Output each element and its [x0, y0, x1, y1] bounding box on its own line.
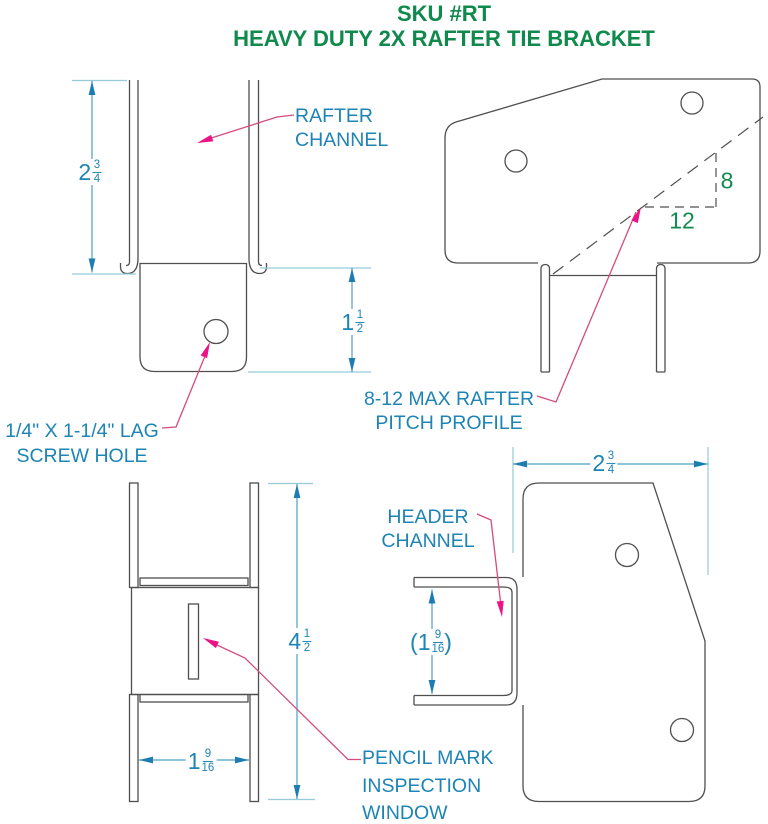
- rafter-channel-label: RAFTER CHANNEL: [295, 105, 389, 151]
- pitch-rise-value: 8: [720, 167, 734, 194]
- lag-screw-hole-label: 1/4" X 1-1/4" LAG SCREW HOLE: [5, 420, 159, 467]
- callout-arrowheads: [197, 134, 641, 649]
- bolt-hole: [614, 542, 640, 568]
- product-name-line: HEAVY DUTY 2X RAFTER TIE BRACKET: [233, 26, 655, 51]
- dim-arrow: [88, 258, 96, 273]
- drawing-title: SKU #RT HEAVY DUTY 2X RAFTER TIE BRACKET: [120, 1, 768, 51]
- right-leg-outline: [655, 263, 666, 373]
- rafter-channel-leader: [201, 114, 295, 142]
- lower-flange: [413, 690, 518, 706]
- lag-screw-leader: [161, 355, 206, 429]
- pitch-triangle-dashed: [645, 153, 717, 208]
- upper-seat-bar: [139, 577, 249, 587]
- dim-arrow: [694, 460, 708, 468]
- header-channel-leader: [476, 513, 502, 607]
- pitch-profile-view: [444, 78, 764, 373]
- pitch-leader: [536, 211, 637, 403]
- bolt-hole: [680, 91, 704, 115]
- pencil-mark-label: PENCIL MARK INSPECTION WINDOW: [362, 747, 494, 824]
- leader-arrow: [631, 207, 641, 224]
- rafter-side-view: [119, 80, 268, 373]
- dim-arrow: [235, 756, 249, 764]
- leader-arrow: [203, 638, 219, 649]
- pencil-mark-leader: [216, 644, 361, 761]
- bottom-left-flange: [128, 693, 139, 803]
- pitch-profile-label: 8-12 MAX RAFTER PITCH PROFILE: [363, 388, 535, 434]
- left-leg-outline: [540, 263, 551, 373]
- lower-body-outline: [139, 262, 248, 373]
- top-left-flange: [128, 482, 139, 589]
- pitch-dashed-line: [552, 116, 764, 275]
- leader-arrow: [200, 342, 210, 359]
- dim-arrow: [348, 268, 356, 282]
- right-prong-outline: [248, 80, 268, 275]
- header-channel-label: HEADER CHANNEL: [381, 506, 475, 552]
- dim-arrow: [513, 460, 527, 468]
- front-view: [128, 482, 260, 803]
- header-side-view: [413, 482, 706, 803]
- plate-outline: [522, 482, 706, 803]
- dim-arrow: [88, 81, 96, 95]
- leader-arrow: [197, 134, 214, 143]
- dim-arrow: [293, 484, 301, 498]
- leader-arrow: [496, 600, 504, 617]
- callout-leaders: [161, 114, 637, 761]
- channel-web: [511, 589, 518, 693]
- dim-arrow: [293, 785, 301, 799]
- dim-arrow: [428, 680, 436, 694]
- pitch-run-value: 12: [669, 207, 695, 234]
- inspection-slot: [187, 603, 200, 680]
- lower-seat-bar: [139, 693, 249, 703]
- bolt-hole: [504, 149, 528, 173]
- bolt-hole: [669, 717, 695, 743]
- rafter-side-view-dimensions: [72, 79, 371, 373]
- dim-arrow: [428, 589, 436, 604]
- plate-outline: [444, 78, 761, 264]
- dim-arrow: [348, 358, 356, 372]
- sku-line: SKU #RT: [396, 1, 492, 26]
- upper-flange: [413, 576, 518, 593]
- header-side-view-dimensions: [428, 447, 709, 694]
- bottom-right-flange: [249, 693, 260, 803]
- lag-screw-hole: [203, 318, 229, 345]
- dim-arrow: [139, 756, 153, 764]
- top-right-flange: [249, 482, 260, 589]
- left-prong-outline: [119, 80, 139, 275]
